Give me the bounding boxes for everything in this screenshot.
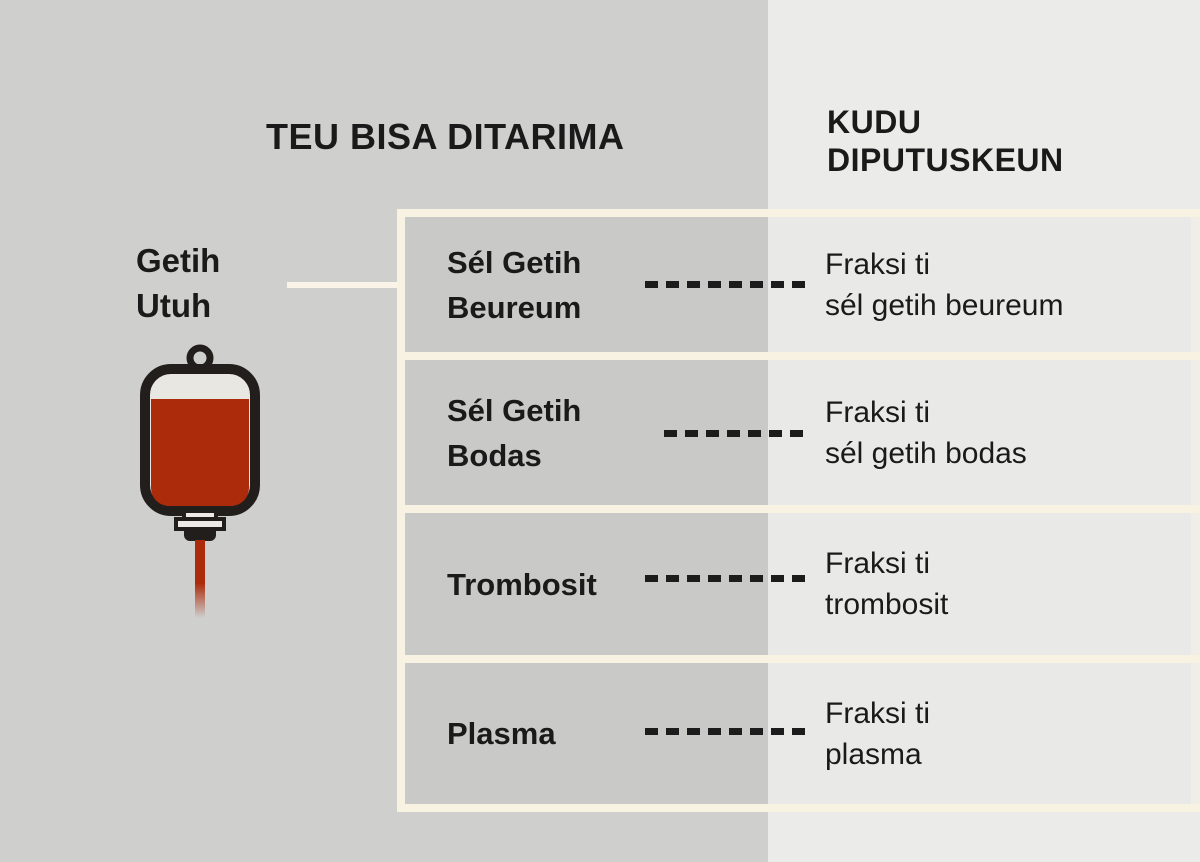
- component-name: Plasma: [447, 716, 556, 751]
- fraction-label: Fraksi ti trombosit: [825, 547, 949, 621]
- table-bottom-border: [397, 804, 1200, 812]
- component-name: Trombosit: [447, 566, 597, 602]
- source-label: Getih Utuh: [136, 242, 221, 324]
- fraction-label: Fraksi ti plasma: [825, 696, 930, 771]
- row-separator-2: [397, 505, 1200, 513]
- component-name: Sél Getih Beureum: [447, 244, 582, 325]
- dashed-connector-2: [664, 430, 803, 437]
- dashed-connector-3: [645, 575, 805, 582]
- table-top-border: [397, 209, 1200, 217]
- table-row-fraction-3: Fraksi ti trombosit: [768, 513, 1191, 655]
- right-column-title: KUDU DIPUTUSKEUN: [827, 104, 1064, 178]
- row-separator-1: [397, 352, 1200, 360]
- blood-bag-icon: [138, 342, 262, 622]
- dashed-connector-1: [645, 281, 805, 288]
- source-connector-line: [287, 282, 397, 288]
- left-column-title: TEU BISA DITARIMA: [266, 116, 625, 157]
- table-row-component-3: Trombosit: [405, 513, 768, 655]
- fraction-label: Fraksi ti sél getih beureum: [825, 247, 1064, 322]
- fraction-label: Fraksi ti sél getih bodas: [825, 395, 1027, 470]
- row-separator-3: [397, 655, 1200, 663]
- table-row-fraction-2: Fraksi ti sél getih bodas: [768, 360, 1191, 505]
- table-row-fraction-1: Fraksi ti sél getih beureum: [768, 217, 1191, 352]
- table-row-fraction-4: Fraksi ti plasma: [768, 663, 1191, 804]
- dashed-connector-4: [645, 728, 805, 735]
- component-name: Sél Getih Bodas: [447, 392, 582, 473]
